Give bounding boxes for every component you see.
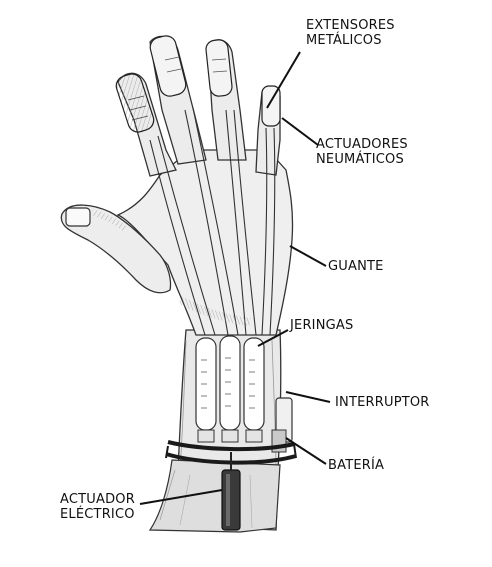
metal-extensors	[115, 35, 281, 133]
label-extensores-metalicos: EXTENSORES METÁLICOS	[306, 18, 395, 48]
label-line: ACTUADOR	[60, 492, 135, 507]
label-line: ELÉCTRICO	[60, 507, 135, 522]
label-line: ACTUADORES	[316, 137, 408, 152]
label-actuador-electrico: ACTUADOR ELÉCTRICO	[60, 492, 135, 522]
hand-glove	[60, 35, 294, 336]
label-line: GUANTE	[328, 259, 384, 274]
label-line: JERINGAS	[290, 318, 354, 333]
label-line: EXTENSORES	[306, 18, 395, 33]
label-actuadores-neumaticos: ACTUADORES NEUMÁTICOS	[316, 137, 408, 167]
label-interruptor: INTERRUPTOR	[335, 395, 430, 410]
electric-actuator	[221, 452, 241, 531]
label-line: METÁLICOS	[306, 33, 382, 48]
label-jeringas: JERINGAS	[290, 318, 353, 333]
label-guante: GUANTE	[328, 259, 384, 274]
label-bateria: BATERÍA	[328, 458, 384, 473]
label-line: BATERÍA	[328, 458, 385, 473]
syringes	[195, 335, 265, 443]
label-line: INTERRUPTOR	[335, 395, 430, 410]
label-line: NEUMÁTICOS	[316, 152, 404, 167]
leader-lines	[139, 51, 331, 505]
